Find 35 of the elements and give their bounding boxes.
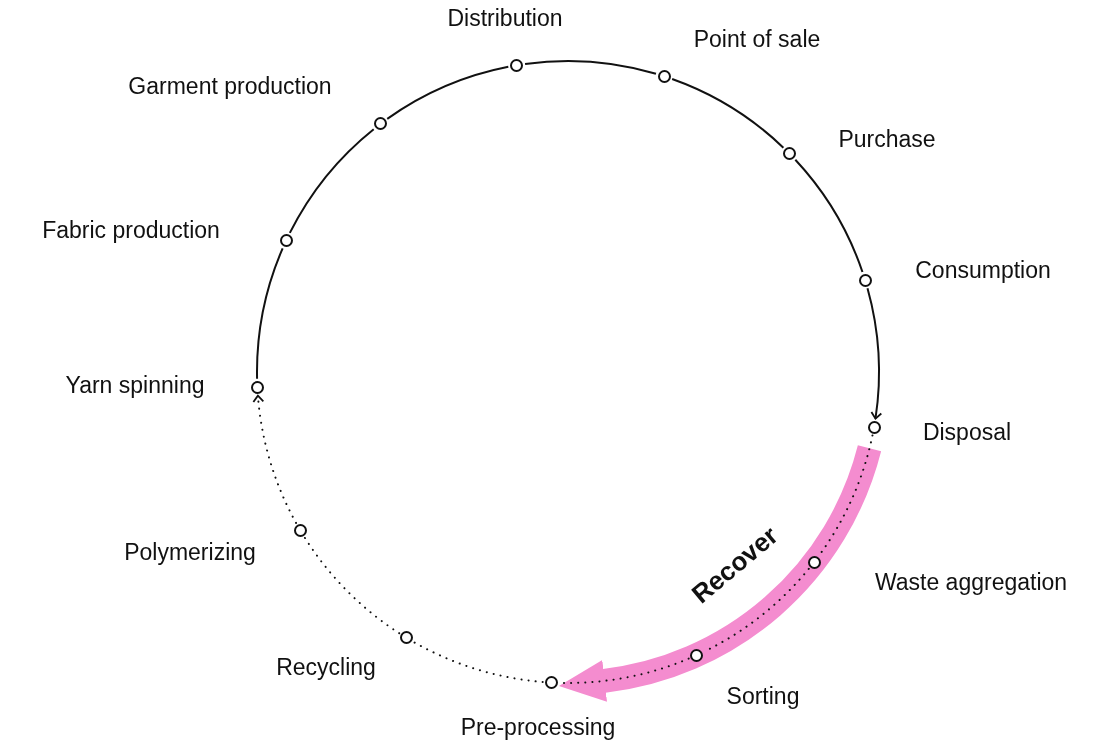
stage-dot (657, 69, 671, 83)
stage-label: Sorting (726, 682, 800, 710)
stage-dot (250, 380, 264, 394)
dotted-arc-connector (412, 641, 544, 683)
stage-dot (279, 234, 293, 248)
arc-connector (524, 60, 657, 75)
arc-connector (288, 128, 375, 234)
stage-label: Yarn spinning (65, 371, 205, 399)
arc-connector (386, 65, 510, 120)
arc-connector (794, 158, 864, 273)
stage-label: Waste aggregation (874, 568, 1068, 596)
stage-label: Garment production (128, 72, 332, 100)
stage-dot (867, 420, 881, 434)
arc-connector (671, 77, 785, 149)
thick-arrow (559, 444, 881, 702)
stage-label: Disposal (922, 418, 1012, 446)
arc-connector (256, 247, 284, 380)
dotted-arc-connector (303, 536, 401, 635)
stage-label: Recycling (276, 653, 376, 681)
stage-label: Purchase (838, 125, 936, 153)
stage-dot (782, 147, 796, 161)
stage-label: Polymerizing (124, 538, 256, 566)
stage-dot (293, 523, 307, 537)
stage-label: Pre-processing (460, 713, 616, 741)
dotted-arc-connector (252, 394, 298, 524)
stage-dot (373, 117, 387, 131)
stage-label: Fabric production (42, 216, 220, 244)
stage-dot (399, 631, 413, 645)
stage-dot (858, 273, 872, 287)
stage-label: Distribution (447, 4, 563, 32)
stage-label: Consumption (915, 256, 1051, 284)
stage-dot (544, 676, 558, 690)
stage-dot (510, 58, 524, 72)
arc-connector (866, 287, 882, 420)
stage-label: Point of sale (693, 25, 821, 53)
